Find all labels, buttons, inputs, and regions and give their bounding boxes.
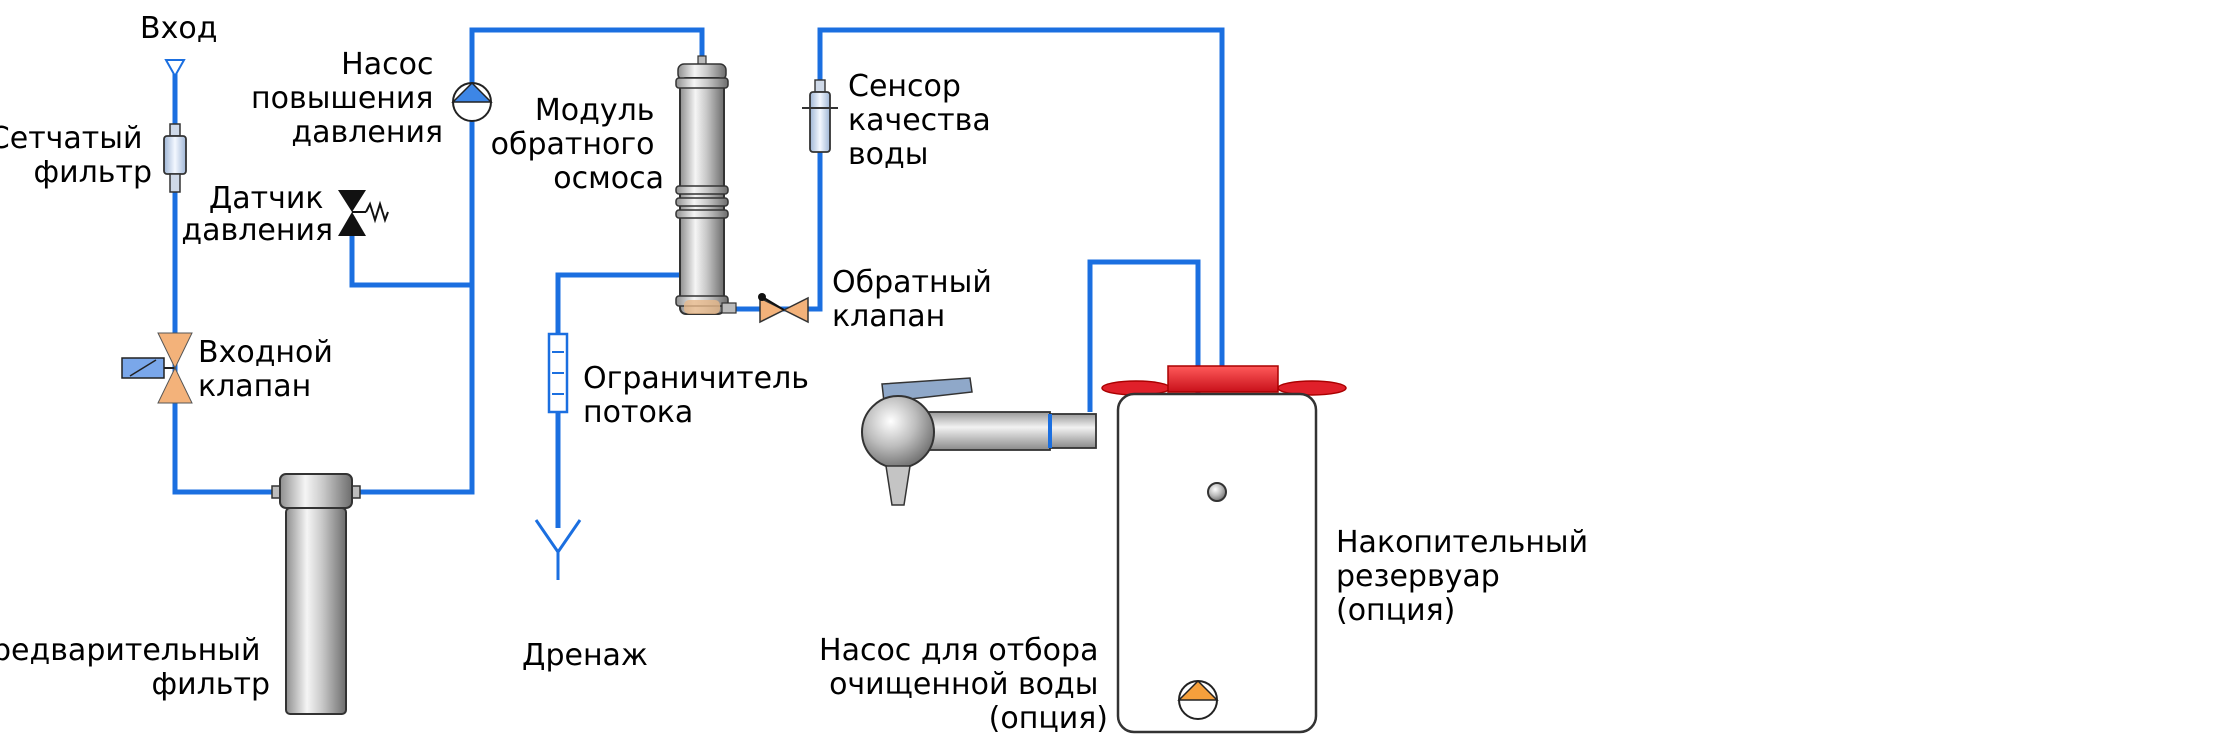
booster-pump: Насос повышения давления [251,47,493,150]
drain: Дренаж [522,519,648,673]
drain-label: Дренаж [522,638,648,673]
faucet-body-icon [861,395,935,469]
inlet-valve-icon [157,366,193,404]
tank-cap-icon [1167,365,1279,393]
pressure-sensor-label: Датчик давления [181,181,333,248]
delivery-pump-label: Насос для отбора очищенной воды (опция) [819,633,1108,736]
faucet [861,377,1097,506]
pipe-pressure-sensor-branch [349,235,472,288]
tank-port-icon [1207,482,1227,502]
flow-limiter: Ограничитель потока [547,332,818,430]
inlet-arrow-icon [164,59,186,79]
quality-sensor-icon [809,91,831,153]
strainer: Сетчатый фильтр [0,121,187,193]
pipe-prefilter-to-pump [350,100,475,495]
pressure-sensor: Датчик давления [181,181,389,248]
inlet: Вход [140,11,217,79]
flow-limiter-label: Ограничитель потока [583,361,818,430]
tank-label: Накопительный резервуар (опция) [1336,525,1598,628]
storage-tank: Накопительный резервуар (опция) [1101,365,1598,734]
ro-module-label: Модуль обратного осмоса [491,93,664,196]
strainer-label: Сетчатый фильтр [0,121,152,190]
check-valve: Обратный клапан [758,265,1001,334]
delivery-pump-icon [1177,679,1219,701]
delivery-pump: Насос для отбора очищенной воды (опция) [819,633,1219,736]
inlet-label: Вход [140,11,217,46]
booster-pump-label: Насос повышения давления [251,47,443,150]
quality-sensor: Сенсор качества воды [802,69,1000,172]
pipe-drain-line [555,272,680,528]
ro-membrane-icon [679,77,725,315]
check-valve-label: Обратный клапан [832,265,1001,334]
prefilter-label: Предварительный фильтр [0,633,270,702]
inlet-valve: Входной клапан [121,332,342,404]
ro-module: Модуль обратного осмоса [491,55,737,315]
strainer-icon [163,135,187,175]
pipe-inlet-line [172,62,282,495]
tank-body-icon [1116,392,1318,734]
booster-pump-icon [451,81,493,103]
check-valve-icon [782,296,809,324]
quality-sensor-label: Сенсор качества воды [848,69,1000,172]
prefilter: Предварительный фильтр [0,473,361,715]
pipe-pump-to-ro [469,27,705,85]
prefilter-housing-icon [285,507,347,715]
pressure-spring-icon [365,200,389,224]
faucet-spout-icon [885,465,911,506]
inlet-valve-label: Входной клапан [198,335,342,404]
